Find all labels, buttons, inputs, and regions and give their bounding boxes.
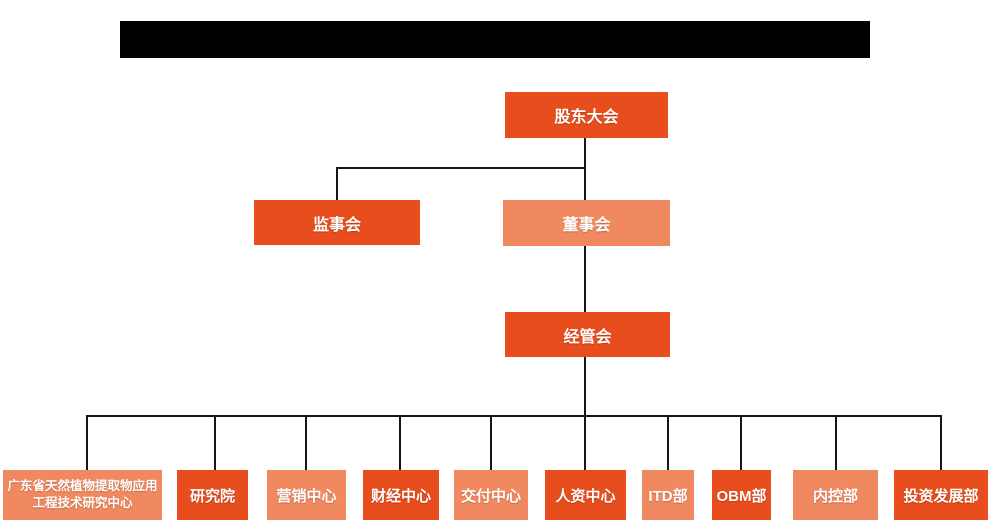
node-dept-obm: OBM部 [712,470,771,520]
node-dept-marketing-center: 营销中心 [267,470,346,520]
connector-drop [740,416,742,470]
connector-mgmt-to-bus [584,357,586,416]
redacted-title-bar [120,21,870,58]
node-dept-investment-dev: 投资发展部 [894,470,988,520]
node-dept-finance-center: 财经中心 [363,470,439,520]
connector-drop [835,416,837,470]
node-dept-internal-control: 内控部 [793,470,878,520]
connector-drop [305,416,307,470]
node-dept-itd: ITD部 [642,470,694,520]
node-management-committee: 经管会 [505,312,670,357]
connector-board-to-mgmt [584,245,586,312]
connector-drop [399,416,401,470]
connector-drop [584,416,586,470]
node-board-of-directors: 董事会 [503,200,670,246]
node-dept-delivery-center: 交付中心 [454,470,528,520]
connector-drop [214,416,216,470]
connector-to-supervisors [336,167,338,200]
connector-bus-horizontal [86,415,942,417]
node-supervisory-board: 监事会 [254,200,420,245]
connector-split-horizontal [336,167,586,169]
connector-root-down [584,138,586,200]
node-dept-hr-center: 人资中心 [545,470,626,520]
node-dept-research-institute: 研究院 [177,470,248,520]
connector-drop [86,416,88,470]
node-dept-research-center: 广东省天然植物提取物应用工程技术研究中心 [3,470,162,520]
connector-drop [940,416,942,470]
connector-drop [490,416,492,470]
connector-drop [667,416,669,470]
node-shareholders-meeting: 股东大会 [505,92,668,138]
